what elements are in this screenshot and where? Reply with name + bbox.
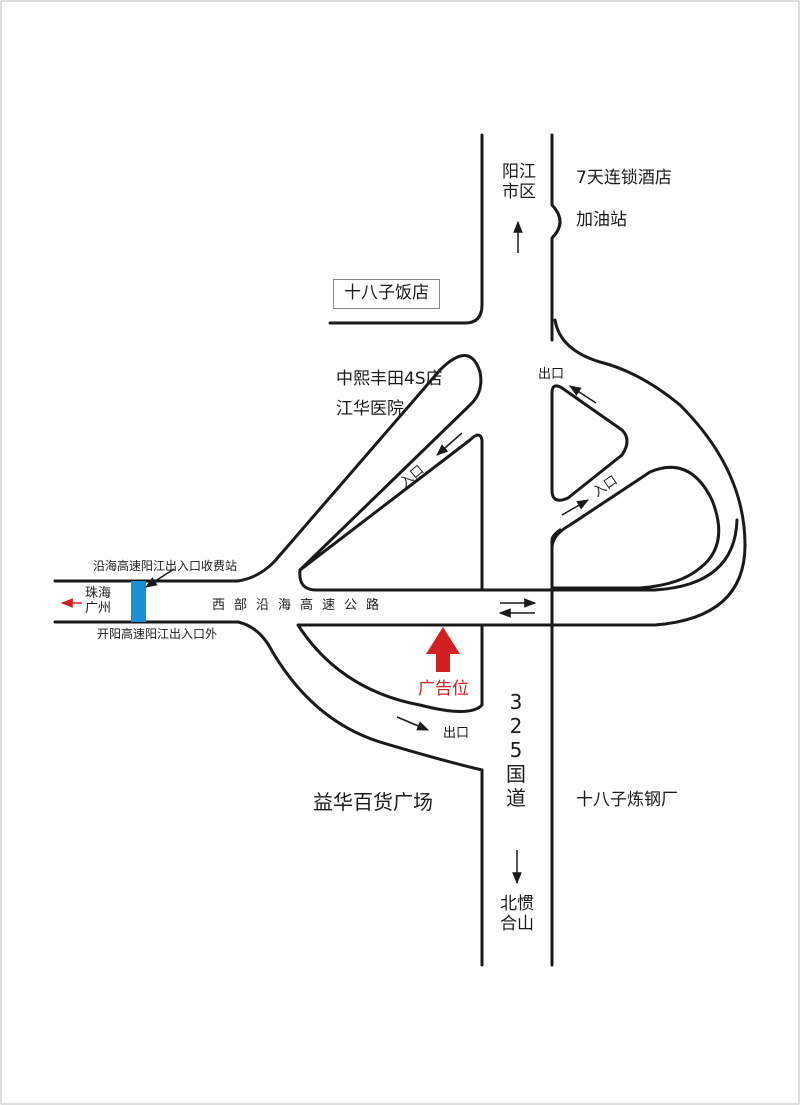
label-beiguan-heshan: 北惯 合山 bbox=[500, 894, 534, 934]
label-steel-plant: 十八子炼钢厂 bbox=[576, 790, 678, 810]
toll-pointer-line bbox=[144, 568, 175, 588]
highway-main-top bbox=[480, 518, 739, 592]
sw-island bbox=[296, 623, 484, 713]
label-toyota-4s: 中熙丰田4S店 bbox=[336, 369, 443, 389]
label-restaurant: 十八子饭店 bbox=[333, 279, 440, 309]
nw-ramp-outer bbox=[272, 354, 483, 572]
label-national-road: 325国道 bbox=[506, 690, 526, 810]
entrance-right-arrow-icon bbox=[561, 499, 590, 516]
highway-top-left bbox=[53, 560, 276, 583]
label-ad-spot: 广告位 bbox=[418, 679, 469, 699]
label-kaiyang-exit: 开阳高速阳江出入口外 bbox=[97, 627, 218, 641]
label-yihua-plaza: 益华百货广场 bbox=[313, 790, 433, 814]
label-gas-station: 加油站 bbox=[576, 210, 627, 230]
exit-bottom-arrow-icon bbox=[396, 716, 430, 731]
ne-loop-island bbox=[550, 465, 721, 590]
ne-triangle-island bbox=[550, 384, 629, 502]
big-red-up-arrow-icon bbox=[426, 627, 460, 672]
label-hospital: 江华医院 bbox=[336, 399, 404, 419]
entrance-left-arrow-icon bbox=[436, 432, 463, 456]
label-exit-top: 出口 bbox=[538, 367, 565, 382]
label-exit-bottom: 出口 bbox=[443, 726, 470, 741]
sw-ramp-outer bbox=[266, 642, 484, 772]
label-toll-station: 沿海高速阳江出入口收费站 bbox=[93, 559, 238, 573]
label-highway: 西部沿海高速公路 bbox=[212, 598, 389, 613]
toll-gate bbox=[131, 581, 146, 622]
highway-main-bottom bbox=[480, 318, 747, 627]
highway-bottom-left bbox=[53, 620, 270, 646]
national-road-west-top bbox=[328, 133, 484, 325]
label-yangjiang-city: 阳江 市区 bbox=[502, 162, 536, 202]
exit-top-arrow-icon bbox=[568, 385, 597, 404]
national-road-east-bottom bbox=[550, 528, 562, 967]
label-zhuhai-guangzhou: 珠海 广州 bbox=[85, 586, 112, 616]
national-road-east-top bbox=[550, 133, 562, 342]
left-triangle-island bbox=[298, 433, 484, 592]
label-hotel: 7天连锁酒店 bbox=[576, 168, 672, 188]
